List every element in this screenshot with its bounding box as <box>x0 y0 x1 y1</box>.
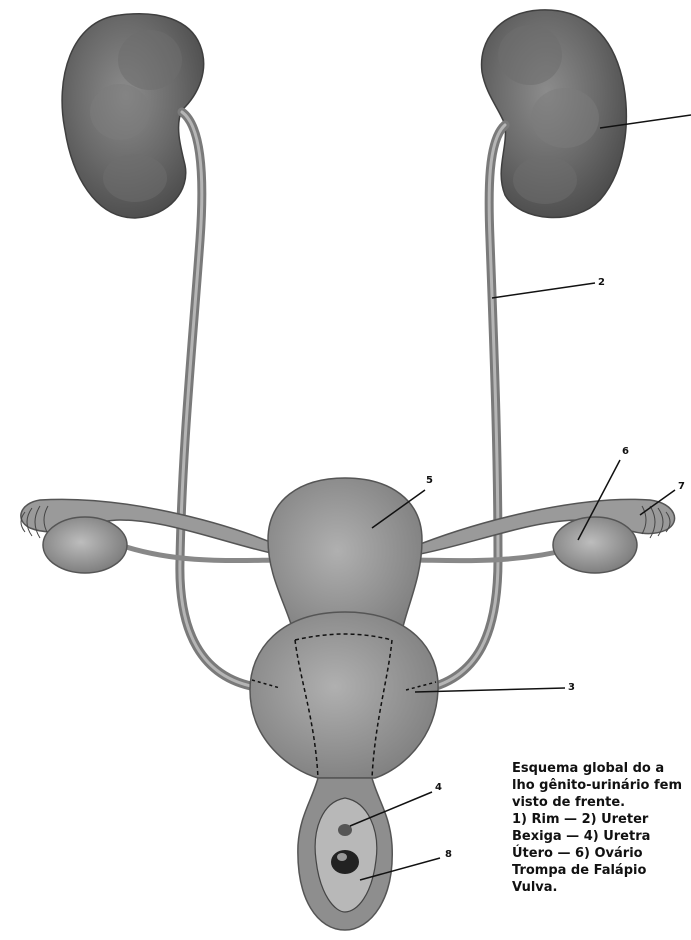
left-ureter <box>180 112 262 688</box>
urethral-opening <box>338 824 352 836</box>
caption-line: visto de frente. <box>512 794 691 811</box>
callout-5-label: 5 <box>426 476 433 486</box>
right-ovary <box>553 517 637 573</box>
callout-8-label: 8 <box>445 850 452 860</box>
vaginal-opening-highlight <box>337 853 347 861</box>
left-ovary <box>43 517 127 573</box>
caption-line: 1) Rim — 2) Ureter <box>512 811 691 828</box>
caption-line: Bexiga — 4) Uretra <box>512 828 691 845</box>
callout-4-label: 4 <box>435 783 442 793</box>
vaginal-opening <box>331 850 359 874</box>
caption-line: lho gênito-urinário fem <box>512 777 691 794</box>
caption-line: Trompa de Falápio <box>512 862 691 879</box>
callout-7-label: 7 <box>678 482 685 492</box>
bladder <box>250 612 438 778</box>
caption-line: Útero — 6) Ovário <box>512 845 691 862</box>
right-ureter <box>420 125 505 690</box>
caption-line: Esquema global do a <box>512 760 691 777</box>
callout-2-label: 2 <box>598 278 605 288</box>
callout-3-label: 3 <box>568 683 575 693</box>
caption-line: Vulva. <box>512 879 691 896</box>
figure-caption: Esquema global do a lho gênito-urinário … <box>512 760 691 936</box>
right-kidney <box>482 10 627 218</box>
callout-6-label: 6 <box>622 447 629 457</box>
leader-line-2 <box>492 283 595 298</box>
